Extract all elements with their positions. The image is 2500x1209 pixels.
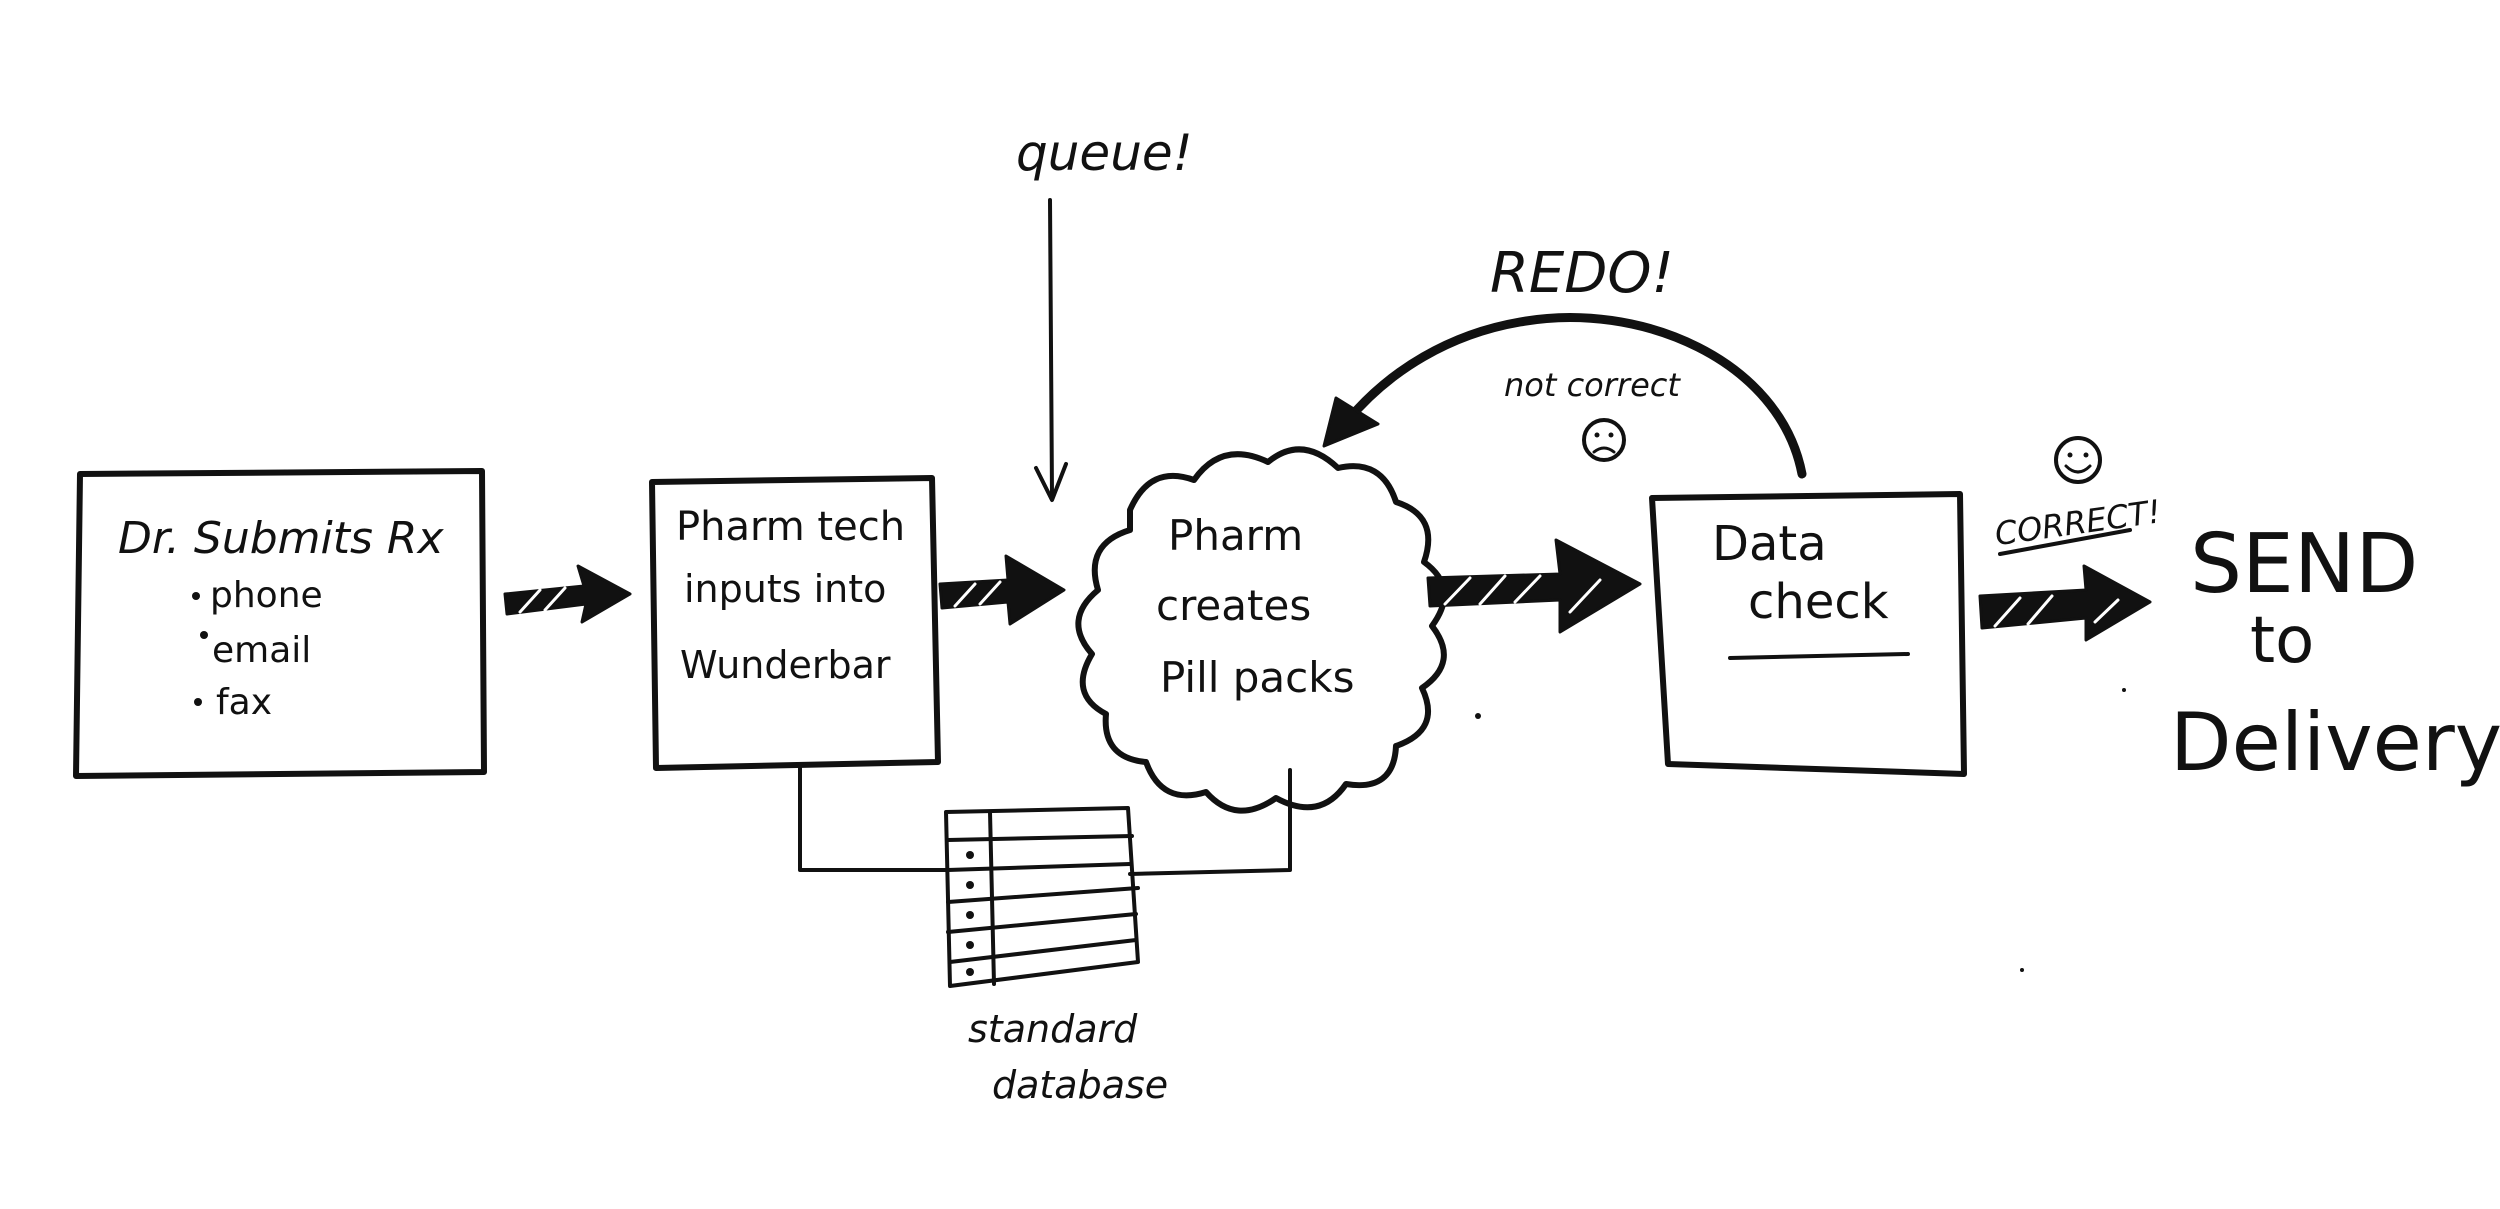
database-label-1: standard [968,1007,1138,1051]
create-node: Pharm creates Pill packs [1075,446,1448,814]
check-box [1649,491,1967,777]
arrow-create-to-check [1426,538,1642,634]
ink-speck [1475,713,1481,719]
database-icon [944,806,1140,988]
ink-speck [2122,688,2126,692]
correct-label: CORRECT! [1992,492,2163,553]
submit-bullet-email: email [212,630,311,671]
send-line-1: SEND [2190,517,2418,612]
database-label-2: database [992,1063,1168,1107]
happy-face-icon [2054,436,2102,484]
check-underline [1728,652,1910,660]
check-line-2: check [1748,574,1889,630]
create-cloud [1075,446,1448,814]
arrow-check-to-send [1978,564,2152,642]
submit-box [73,468,487,779]
check-node: Data check [1649,491,1967,777]
send-line-2: to [2250,604,2314,678]
send-line-3: Delivery [2170,696,2500,789]
create-line-3: Pill packs [1160,653,1354,702]
ink-speck [2020,968,2024,972]
redo-arrow [1322,313,1807,479]
queue-label: queue! [1016,124,1193,182]
submit-title: Dr. Submits Rx [118,513,444,564]
create-line-2: creates [1156,581,1311,630]
arrow-input-to-create [938,554,1066,626]
input-node: Pharm tech inputs into Wunderbar [649,475,941,771]
submit-bullet-fax: fax [216,682,272,723]
submit-node: Dr. Submits Rx phone email fax [73,468,487,779]
arrow-submit-to-input [503,564,632,624]
input-line-1: Pharm tech [676,504,905,550]
submit-bullet-dot [194,698,202,706]
submit-bullet-phone: phone [210,575,323,616]
correct-underline [1998,528,2132,556]
input-box [649,475,941,771]
send-node: SEND to Delivery [2170,517,2500,789]
submit-bullet-dot [192,592,200,600]
not-correct-label: not correct [1504,366,1681,404]
sad-face-icon [1582,418,1626,462]
create-line-1: Pharm [1168,511,1303,560]
queue-arrow [1034,198,1068,502]
redo-label: REDO! [1490,241,1674,306]
check-line-1: Data [1712,516,1827,572]
database-connector [798,764,1292,876]
submit-bullet-dot [200,631,208,639]
input-line-2: inputs into [684,567,886,611]
input-line-3: Wunderbar [680,643,891,687]
